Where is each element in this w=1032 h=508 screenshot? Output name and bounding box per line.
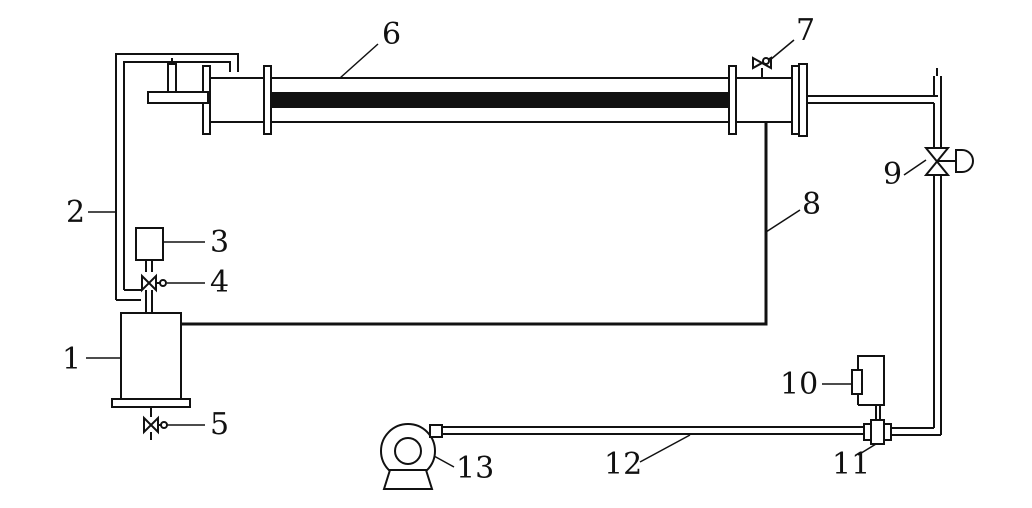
line-8 (181, 122, 768, 326)
callout-9: 9 (883, 157, 902, 192)
flow-meter (863, 405, 892, 445)
callout-7: 7 (796, 13, 815, 48)
pump-line (440, 426, 864, 435)
callout-5: 5 (210, 407, 229, 442)
reservoir-and-valve (135, 227, 167, 313)
callout-2: 2 (66, 195, 85, 230)
callout-6: 6 (382, 17, 401, 52)
callout-4: 4 (210, 265, 229, 300)
pump (380, 423, 443, 490)
callout-1: 1 (62, 342, 81, 377)
left-end-cap (147, 58, 272, 135)
leader-lines (86, 39, 927, 468)
callout-13: 13 (456, 451, 494, 486)
top-valve (752, 56, 772, 78)
callout-10: 10 (780, 367, 818, 402)
callout-11: 11 (832, 447, 870, 482)
vessel (111, 312, 191, 408)
callout-12: 12 (604, 447, 642, 482)
control-valve (923, 147, 974, 176)
main-tube (269, 77, 733, 123)
outlet-pipe (807, 68, 942, 150)
injection-tube (115, 53, 239, 301)
callout-3: 3 (210, 225, 229, 260)
bottom-valve (143, 407, 168, 440)
right-end-cap (728, 63, 808, 137)
callout-8: 8 (802, 187, 821, 222)
pressure-sensor (851, 355, 885, 406)
return-pipe (890, 175, 942, 436)
